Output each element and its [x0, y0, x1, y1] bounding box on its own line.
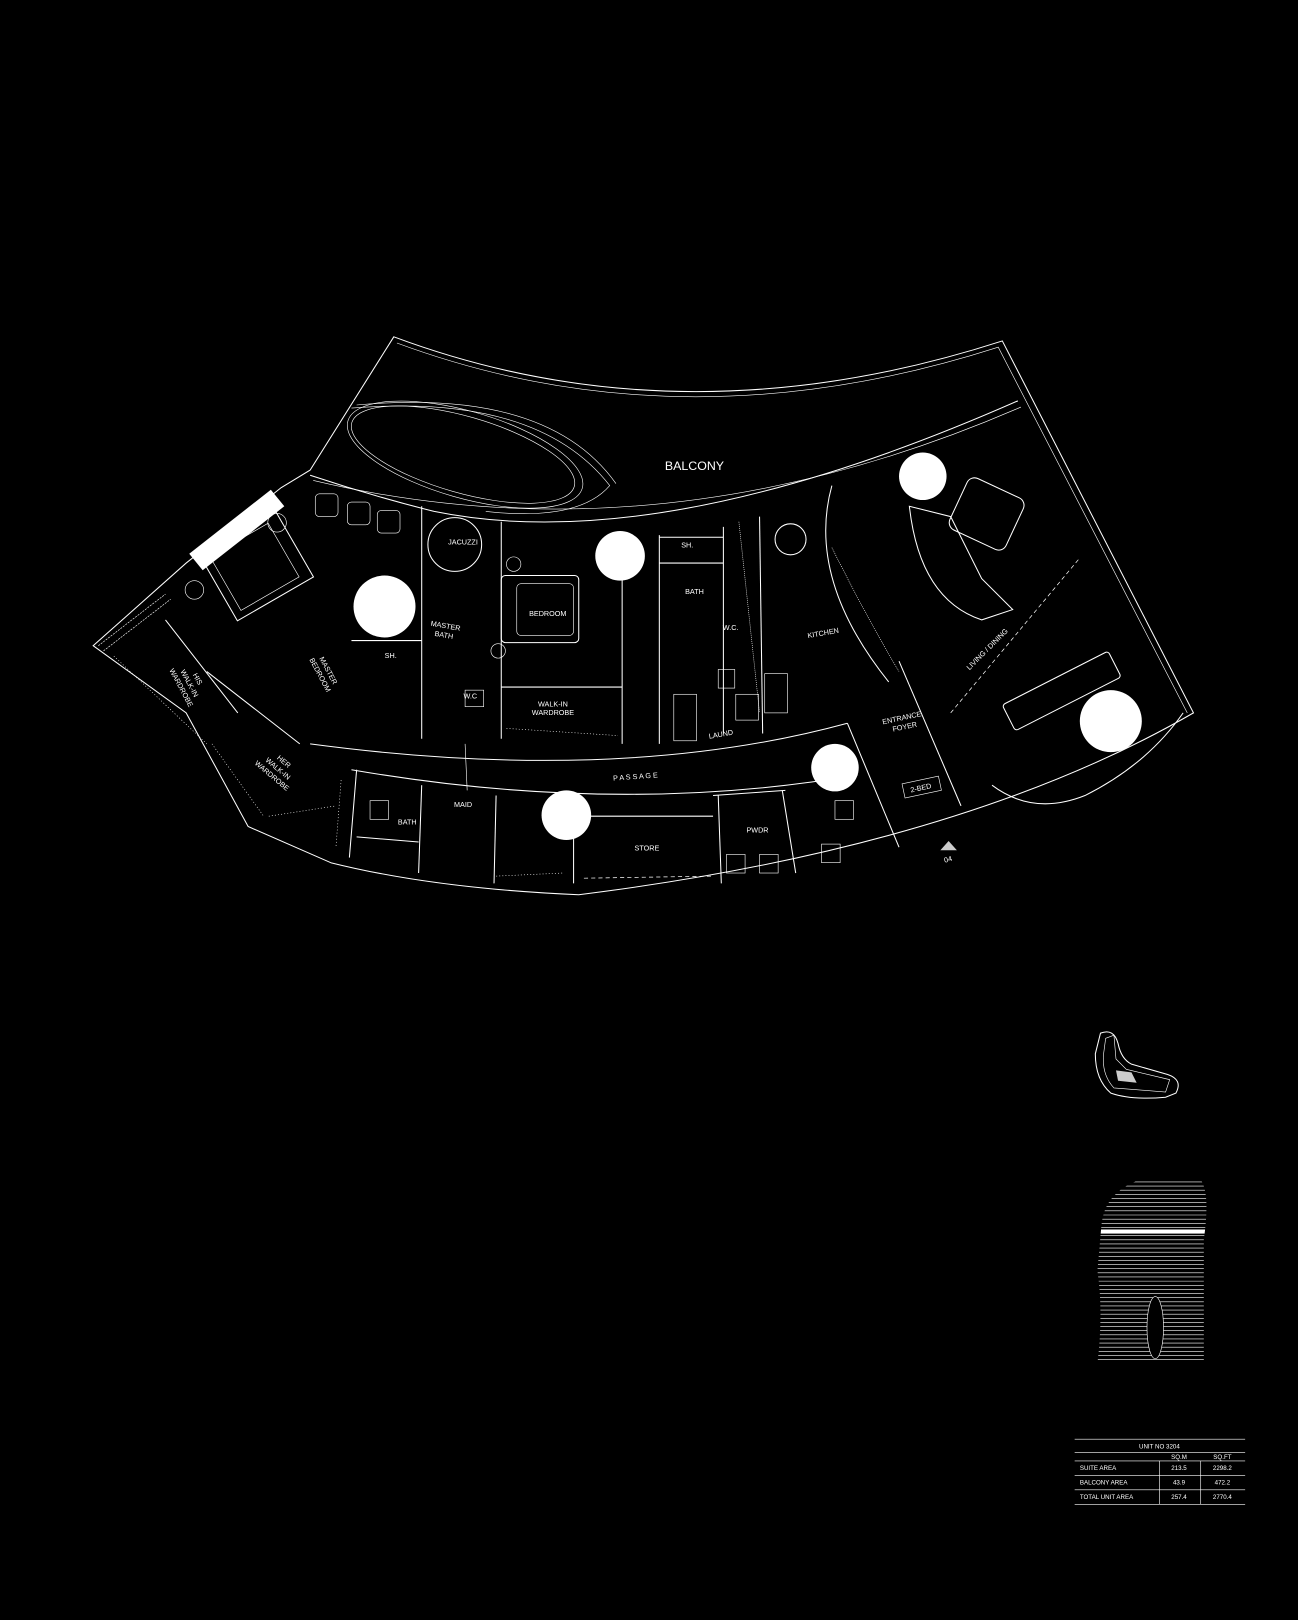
- marker-circle: [1079, 690, 1142, 753]
- table-cell-label: SUITE AREA: [1080, 1465, 1117, 1472]
- jacuzzi-tub: [427, 517, 483, 572]
- highlighted-floor: [1097, 1229, 1207, 1234]
- marker-circle: [899, 452, 947, 501]
- entry-number: 04: [943, 854, 953, 865]
- key-plan: [1094, 1031, 1179, 1099]
- tower-elevation: [1097, 1181, 1207, 1360]
- table-cell-sqft: 2770.4: [1213, 1494, 1232, 1501]
- room-label-balcony: BALCONY: [665, 459, 724, 473]
- furniture: [184, 477, 1121, 874]
- room-label-sh-2: SH.: [681, 541, 693, 550]
- table-title: UNIT NO 3204: [1139, 1443, 1180, 1450]
- table-cell-sqft: 472.2: [1215, 1480, 1231, 1487]
- marker-circle: [541, 790, 592, 840]
- room-label-maid: MAID: [454, 800, 472, 809]
- room-label-wc: W.C: [463, 691, 477, 700]
- unit-type-tag: [901, 775, 942, 799]
- marker-circle: [811, 743, 859, 792]
- area-table: UNIT NO 3204 SQ.M SQ.FT SUITE AREA 213.5…: [1074, 1438, 1246, 1505]
- table-header-sqft: SQ.FT: [1213, 1454, 1231, 1461]
- room-label-store: STORE: [635, 843, 660, 852]
- table-cell-label: BALCONY AREA: [1080, 1480, 1129, 1487]
- room-label-walkin: WARDROBE: [532, 708, 574, 717]
- marker-circle: [353, 575, 416, 638]
- floor-plan: BALCONY JACUZZI BEDROOM MASTER BATH MAST…: [92, 336, 1195, 896]
- room-label-walkin: WALK-IN: [538, 700, 568, 709]
- entrance-marker: [940, 840, 957, 851]
- room-label-bath-2: BATH: [685, 587, 704, 596]
- room-label-laund: LAUND: [708, 728, 734, 741]
- table-cell-label: TOTAL UNIT AREA: [1080, 1494, 1134, 1501]
- pool: [346, 400, 617, 514]
- table-cell-sqm: 43.9: [1173, 1480, 1186, 1487]
- room-label-bedroom: BEDROOM: [529, 609, 566, 618]
- balcony-edge: [309, 400, 1019, 523]
- table-cell-sqm: 257.4: [1171, 1494, 1187, 1501]
- room-label-sh: SH.: [385, 651, 397, 660]
- unit-type-label: 2-BED: [910, 781, 933, 794]
- outer-wall: [92, 336, 1195, 896]
- table-cell-sqm: 213.5: [1171, 1465, 1187, 1472]
- table-header-sqm: SQ.M: [1171, 1454, 1187, 1461]
- table-cell-sqft: 2298.2: [1213, 1465, 1232, 1472]
- room-label-wc-2: W.C.: [723, 623, 739, 632]
- label-line: BATH: [434, 629, 454, 641]
- window-bar: [189, 489, 285, 571]
- room-label-master-bath: MASTER BATH: [430, 619, 461, 641]
- room-label-jacuzzi: JACUZZI: [448, 537, 478, 546]
- room-label-passage: P A S S A G E: [613, 770, 659, 782]
- marker-circle: [595, 531, 645, 581]
- room-label-pwdr: PWDR: [746, 826, 768, 835]
- room-label-maid-bath: BATH: [398, 817, 417, 826]
- partitions: [98, 506, 900, 884]
